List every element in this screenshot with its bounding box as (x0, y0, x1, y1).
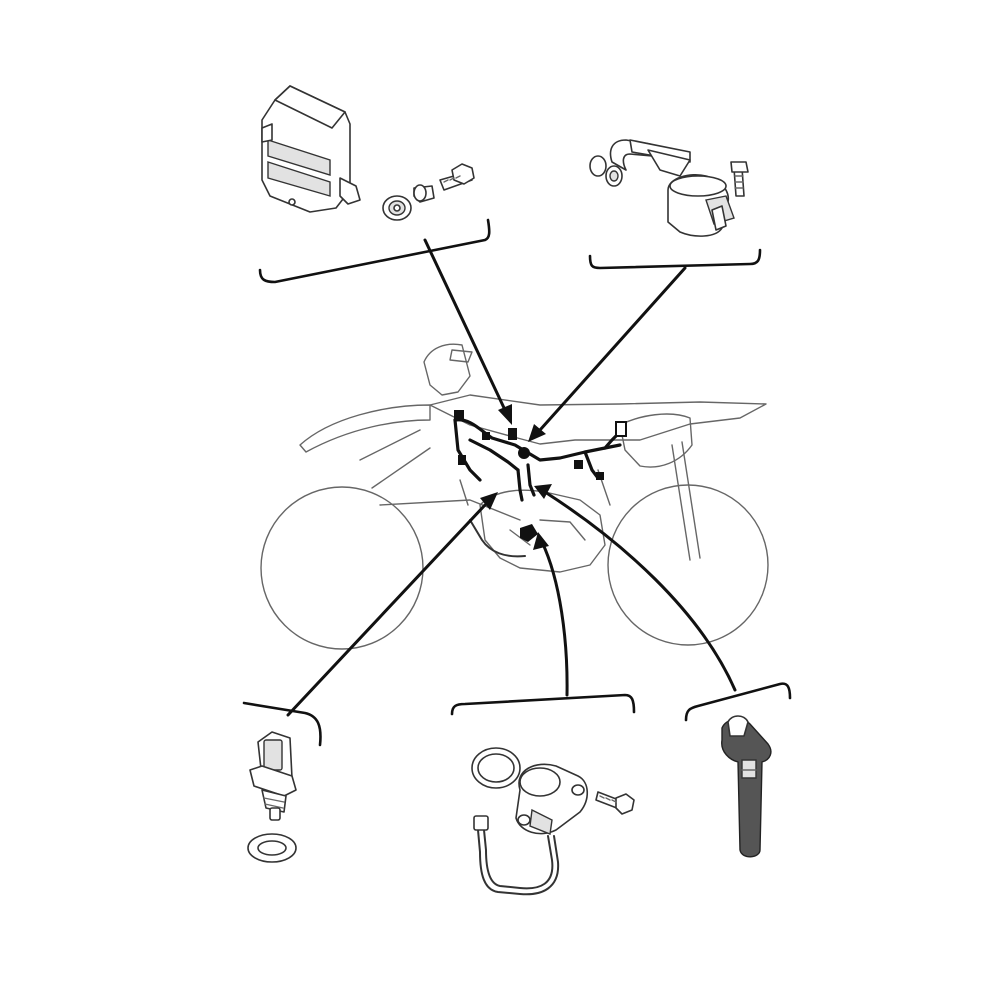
engine (479, 489, 606, 573)
bracket-ignition-coil (588, 248, 762, 270)
ignition-coil-icon (589, 139, 749, 237)
leader-throttle-sensor (540, 540, 569, 697)
rear-wheel (260, 486, 424, 650)
leader-lines (286, 238, 737, 717)
front-wheel (607, 484, 769, 646)
bracket-throttle-sensor (450, 693, 636, 716)
leader-spark-plug-cap (543, 490, 737, 692)
seat (429, 394, 767, 445)
harness-connector (508, 428, 517, 440)
temperature-sensor-icon (247, 731, 297, 863)
arrowhead (534, 484, 552, 499)
harness-connector (482, 432, 490, 440)
bracket-temperature-sensor (242, 701, 322, 747)
exhaust-pipe (469, 519, 526, 558)
leader-temperature-sensor (286, 503, 487, 717)
rear-frame (359, 429, 521, 521)
harness-connector (520, 524, 538, 542)
harness-connector (518, 447, 530, 459)
rear-fender (299, 404, 431, 453)
wiring-harness (453, 410, 627, 542)
arrowhead (498, 404, 512, 425)
harness-connector (596, 472, 604, 480)
arrowhead (528, 424, 546, 442)
harness-connector (458, 455, 466, 465)
callout-brackets (242, 218, 792, 747)
arrowhead (533, 532, 549, 550)
front-forks (671, 441, 701, 561)
leader-ignition-coil (538, 266, 687, 432)
spark-plug-cap-icon (721, 715, 772, 858)
leader-cdi-unit (423, 238, 507, 412)
tank-shroud (619, 413, 693, 468)
bracket-spark-plug-cap (684, 682, 792, 722)
harness-connector (574, 460, 583, 469)
cdi-unit-icon (261, 85, 475, 221)
harness-connector (615, 421, 627, 437)
throttle-sensor-icon (471, 747, 635, 896)
side-panel-detail (449, 349, 473, 363)
side-panel (423, 343, 471, 396)
harness-connector (454, 410, 464, 420)
bracket-cdi-unit (258, 218, 491, 284)
arrowhead (480, 492, 498, 510)
motorcycle-outline (260, 343, 769, 650)
